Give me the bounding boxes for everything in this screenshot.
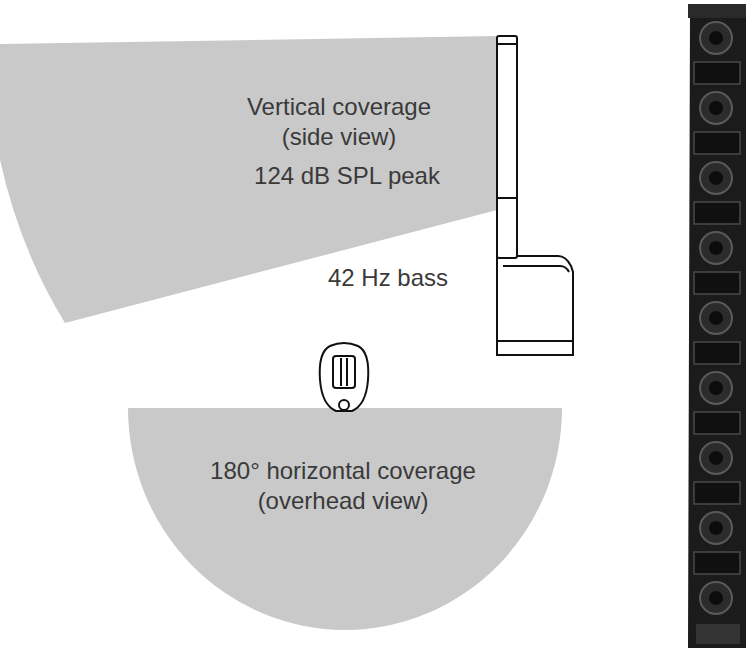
top-column xyxy=(333,356,355,388)
driver-cap xyxy=(709,241,723,255)
array-section xyxy=(694,552,740,574)
driver-cap xyxy=(709,171,723,185)
driver xyxy=(700,512,732,544)
coverage-fill xyxy=(128,408,562,630)
coverage-title: 180° horizontal coverage (overhead view) xyxy=(183,456,503,516)
driver-cap xyxy=(709,101,723,115)
array-body xyxy=(688,4,746,648)
driver xyxy=(700,582,732,614)
driver xyxy=(700,232,732,264)
array-base xyxy=(696,624,740,644)
column-array-photo xyxy=(688,4,746,648)
array-section xyxy=(694,272,740,294)
column-cap xyxy=(497,43,517,45)
speaker-base xyxy=(497,256,573,355)
coverage-area xyxy=(128,408,562,630)
coverage-spec: 124 dB SPL peak xyxy=(227,161,467,191)
speaker-side-outline xyxy=(497,36,573,355)
top-line xyxy=(346,358,348,386)
top-outline xyxy=(320,343,369,411)
base-foot xyxy=(497,340,573,342)
coverage-title: Vertical coverage (side view) xyxy=(219,92,459,152)
array-section xyxy=(694,342,740,364)
coverage-fill xyxy=(0,36,497,323)
driver xyxy=(700,92,732,124)
speaker-top-icon xyxy=(320,343,369,411)
driver xyxy=(700,442,732,474)
speaker-column xyxy=(497,36,517,258)
driver-cap xyxy=(709,521,723,535)
array-section xyxy=(694,132,740,154)
driver xyxy=(700,372,732,404)
array-section xyxy=(694,62,740,84)
array-section xyxy=(694,412,740,434)
coverage-semicircle: 180° horizontal coverage (overhead view) xyxy=(128,408,562,630)
driver-cap xyxy=(709,311,723,325)
spec-label: 42 Hz bass xyxy=(328,263,448,293)
array-cap xyxy=(688,4,746,18)
column-joint xyxy=(497,197,517,199)
array-section xyxy=(694,202,740,224)
driver xyxy=(700,22,732,54)
array-section xyxy=(694,482,740,504)
top-line xyxy=(340,358,342,386)
top-knob xyxy=(339,400,349,410)
driver-cap xyxy=(709,31,723,45)
driver-cap xyxy=(709,451,723,465)
driver-cap xyxy=(709,381,723,395)
driver xyxy=(700,162,732,194)
driver-cap xyxy=(709,591,723,605)
driver xyxy=(700,302,732,334)
base-edge xyxy=(503,266,569,272)
